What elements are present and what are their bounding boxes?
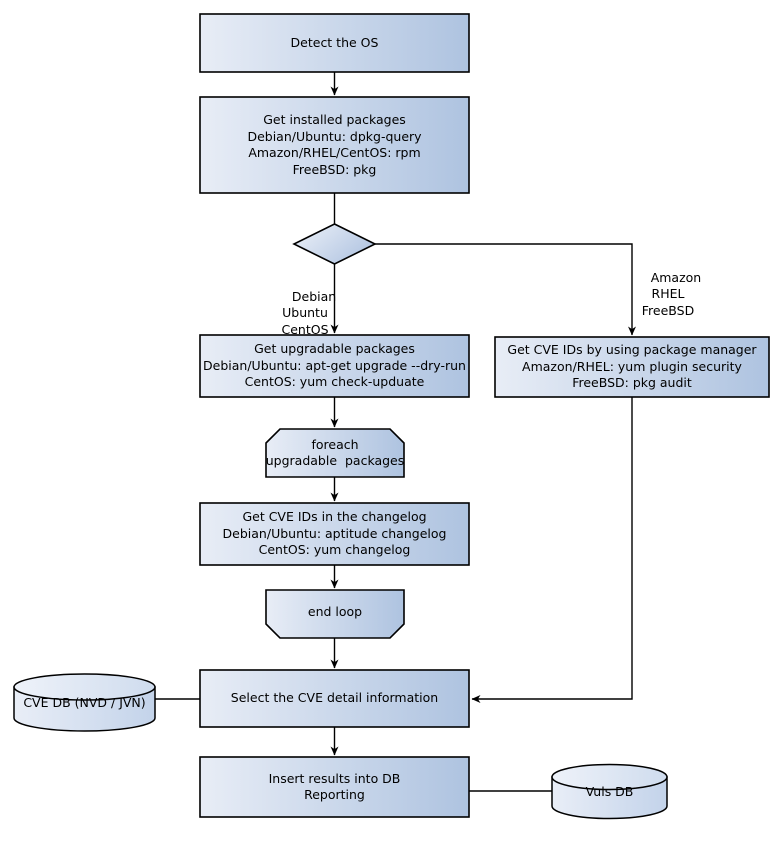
edge-label-branch-amazon: Amazon RHEL FreeBSD — [632, 253, 704, 336]
node-label: Get upgradable packages Debian/Ubuntu: a… — [203, 341, 466, 390]
node-get-cve-ids-package-manager[interactable]: Get CVE IDs by using package manager Ama… — [495, 337, 769, 397]
node-insert-results-db[interactable]: Insert results into DB Reporting — [200, 757, 469, 817]
node-get-installed-packages[interactable]: Get installed packages Debian/Ubuntu: dp… — [200, 97, 469, 193]
node-label: Vuls DB — [585, 784, 634, 799]
node-shape-select-cve-detail — [199, 669, 470, 728]
node-label: Insert results into DB Reporting — [268, 770, 401, 803]
node-shape-insert-results-db — [199, 756, 470, 818]
edge-label-text: Debian Ubuntu CentOS — [281, 288, 337, 337]
node-shape-detect-os — [199, 13, 470, 73]
node-os-decision[interactable] — [293, 224, 375, 264]
node-shape-cve-db — [13, 673, 156, 732]
node-get-cve-ids-changelog[interactable]: Get CVE IDs in the changelog Debian/Ubun… — [200, 503, 469, 565]
node-shape-os-decision — [292, 223, 377, 265]
node-label: Select the CVE detail information — [230, 690, 439, 706]
node-label: end loop — [307, 603, 363, 619]
node-shape-vuls-db — [551, 763, 668, 820]
node-label: Detect the OS — [290, 34, 379, 50]
node-shape-get-cve-ids-package-manager — [494, 336, 770, 398]
node-cve-db[interactable]: CVE DB (NVD / JVN) — [14, 687, 155, 718]
node-label: Get installed packages Debian/Ubuntu: dp… — [247, 112, 422, 177]
node-label: Get CVE IDs in the changelog Debian/Ubun… — [222, 509, 447, 558]
node-shape-foreach-loop-start — [265, 428, 405, 478]
edge-pkgmanager-to-selectcve — [471, 397, 633, 703]
node-label: Get CVE IDs by using package manager Ama… — [507, 342, 757, 391]
node-get-upgradable-packages[interactable]: Get upgradable packages Debian/Ubuntu: a… — [200, 335, 469, 397]
node-shape-get-cve-ids-changelog — [199, 502, 470, 566]
node-shape-get-upgradable-packages — [199, 334, 470, 398]
node-end-loop[interactable]: end loop — [266, 590, 404, 634]
node-vuls-db[interactable]: Vuls DB — [552, 777, 667, 806]
edge-label-text: Amazon RHEL FreeBSD — [641, 269, 702, 318]
node-foreach-loop-start[interactable]: foreach upgradable packages — [265, 429, 405, 477]
edge-label-branch-debian: Debian Ubuntu CentOS — [276, 272, 337, 355]
node-label: CVE DB (NVD / JVN) — [23, 695, 146, 710]
node-shape-get-installed-packages — [199, 96, 470, 194]
node-detect-os[interactable]: Detect the OS — [200, 14, 469, 72]
node-shape-end-loop — [265, 589, 405, 639]
node-select-cve-detail[interactable]: Select the CVE detail information — [200, 670, 469, 727]
edge-decision-to-pkgmanager — [375, 243, 636, 336]
node-label: foreach upgradable packages — [265, 436, 405, 469]
